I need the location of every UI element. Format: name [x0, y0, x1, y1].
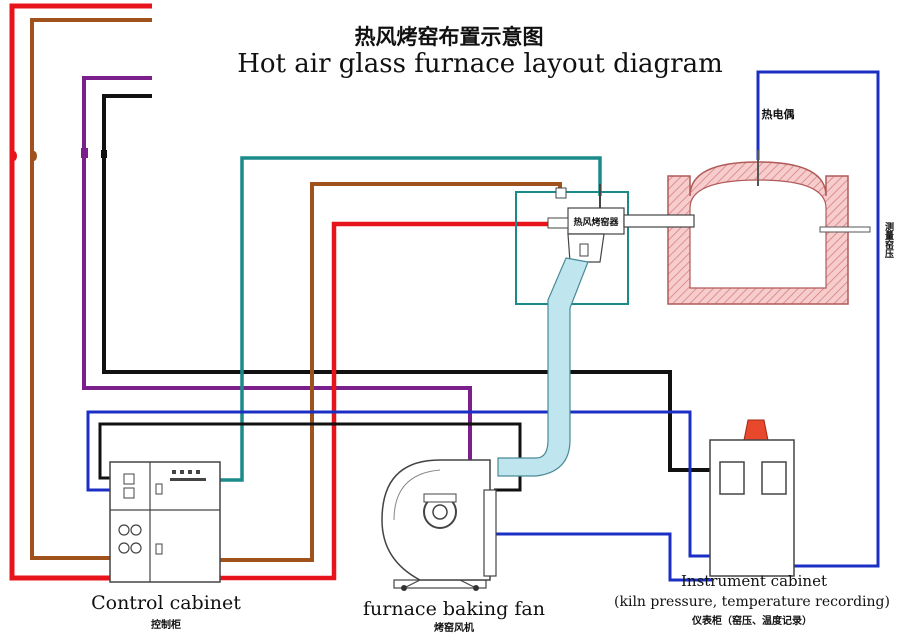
teal-control-cable — [220, 156, 602, 482]
warning-light — [743, 419, 769, 441]
burner-inlet — [547, 217, 569, 229]
fan-label: furnace baking fan — [363, 598, 545, 620]
instrument-cabinet-label: Instrument cabinet — [681, 572, 827, 590]
brown-gas-line — [220, 182, 562, 562]
control-cabinet-label: Control cabinet — [91, 592, 241, 614]
blue-thermocouple-cable — [756, 70, 880, 568]
hot-air-heater — [515, 184, 695, 305]
blue-loop-cable — [86, 410, 712, 558]
instrument-cabinet — [709, 419, 795, 577]
instrument-cabinet-label-zh: 仪表柜（窑压、温度记录） — [691, 614, 812, 627]
fan-label-zh: 烤窑风机 — [434, 621, 474, 634]
heater-nozzle — [623, 214, 695, 228]
kiln — [667, 150, 871, 305]
control-cabinet — [109, 461, 221, 583]
air-duct — [497, 257, 589, 477]
brown-power-cable — [30, 18, 152, 560]
black-loop-cable — [98, 422, 522, 492]
red-cable-marker — [11, 151, 17, 161]
purple-cable-marker — [81, 148, 88, 158]
thermocouple-label: 热电偶 — [762, 107, 795, 121]
black-cable — [102, 94, 712, 472]
red-power-cable — [9, 3, 152, 581]
pressure-probe — [819, 226, 871, 233]
control-cabinet-label-zh: 控制柜 — [151, 618, 181, 631]
pressure-label: 测量窑压 — [883, 221, 894, 259]
title-zh: 热风烤窑布置示意图 — [355, 25, 544, 49]
furnace-fan — [381, 459, 497, 591]
gas-valve — [555, 187, 567, 199]
black-cable-marker — [101, 150, 107, 158]
purple-cable — [82, 76, 490, 514]
instrument-cabinet-detail: (kiln pressure, temperature recording) — [614, 594, 890, 610]
blue-fan-cable — [496, 532, 712, 582]
title-en: Hot air glass furnace layout diagram — [237, 49, 723, 79]
red-gas-line — [220, 221, 560, 581]
brown-cable-marker — [31, 151, 37, 161]
heater-label: 热风烤窑器 — [573, 216, 619, 228]
